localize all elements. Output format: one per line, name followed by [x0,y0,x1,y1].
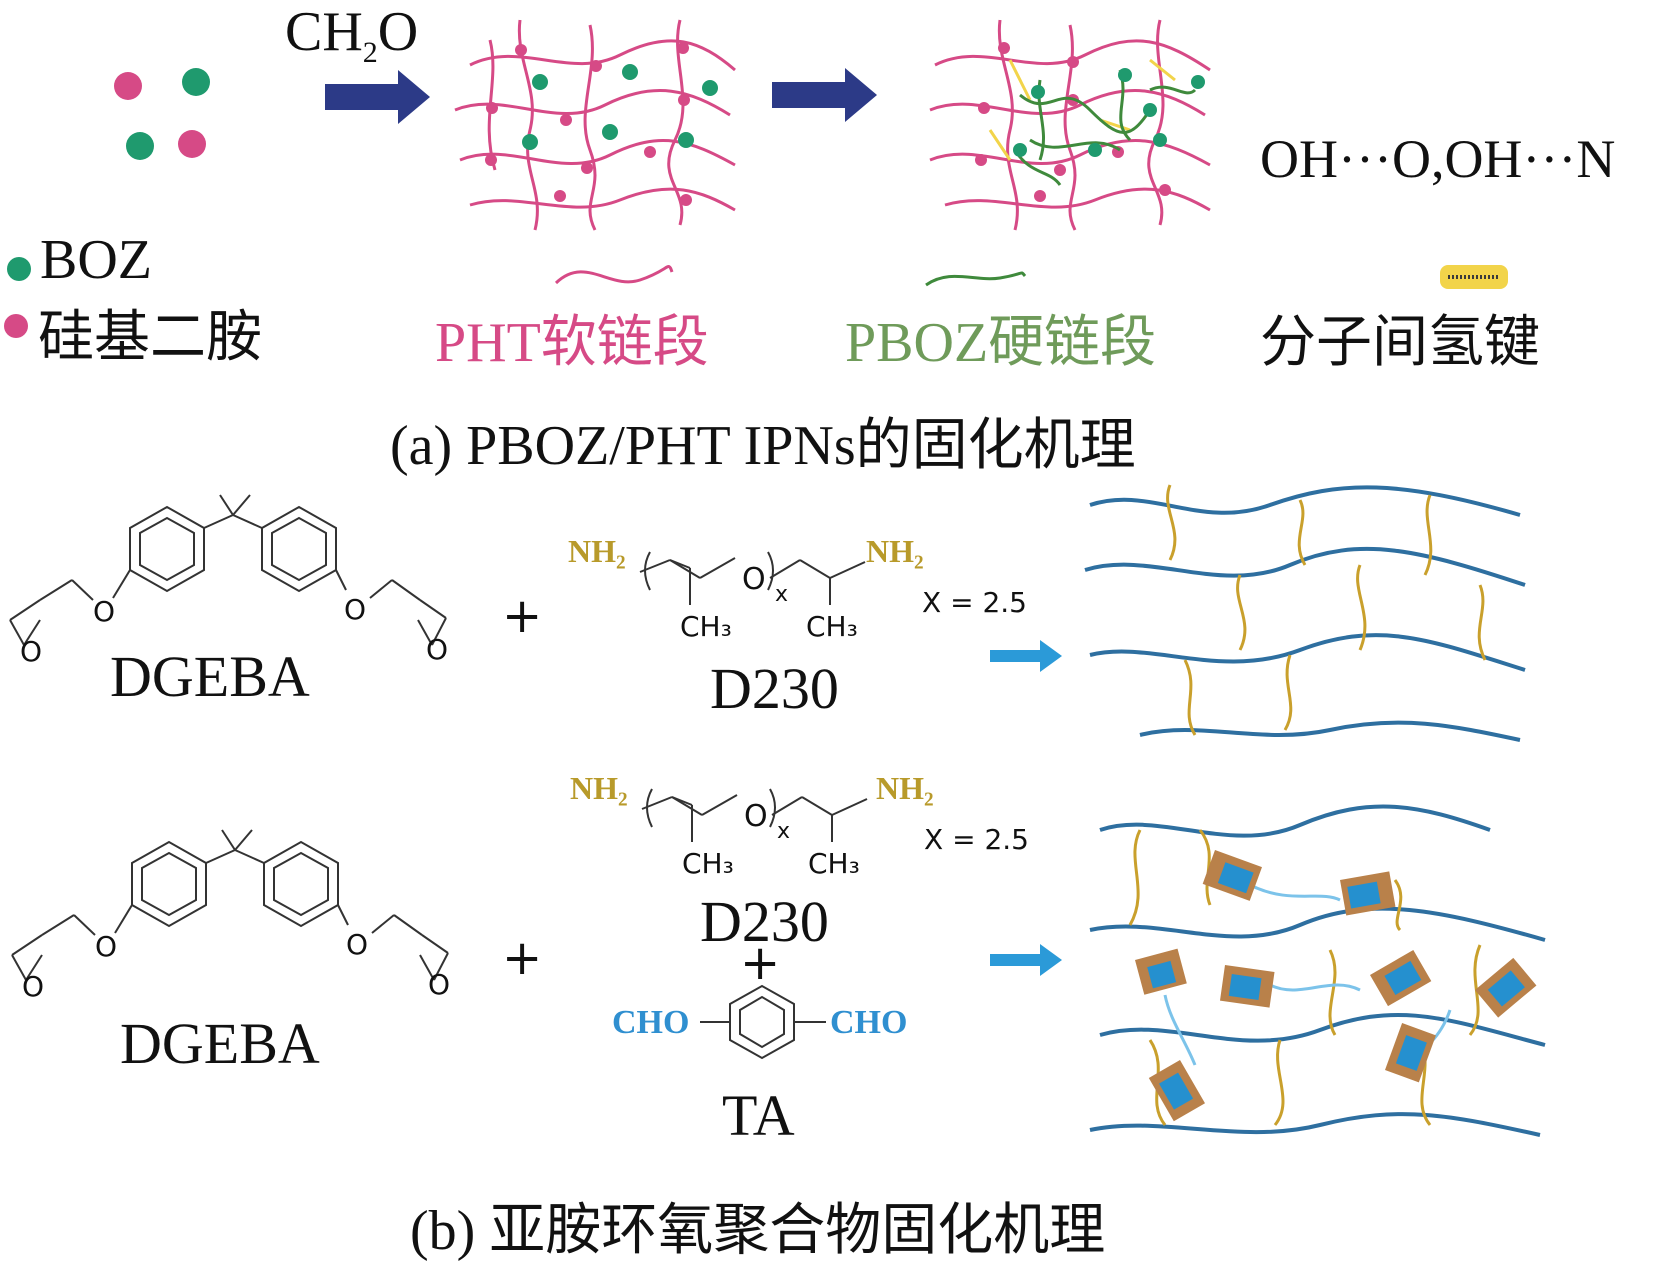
dgeba-label: DGEBA [110,644,310,709]
plus-sign: + [502,588,543,644]
dgeba-label: DGEBA [120,1011,320,1076]
d230-structure [641,788,868,842]
reagent-label: CH2O [285,1,419,70]
product-arrow [990,944,1062,976]
boz-in-network [522,64,718,150]
legend-silicon-diamine: 硅基二胺 [38,307,262,369]
cho-right: CHO [830,1004,908,1041]
repeat-x: x [775,582,789,607]
legend-boz: BOZ [40,229,152,291]
legend-pboz-hard: PBOZ硬链段 [845,312,1157,374]
reaction-arrow [772,68,877,122]
pboz-hard-legend-line [925,271,1027,287]
boz-legend-dot [7,257,31,281]
nh2-right: NH₂ [876,770,934,806]
boz-dot [182,68,210,96]
ipn-pht-network [929,19,1211,231]
plus-sign-ta: + [740,935,781,991]
hydrogen-bond-types: OH···O,OH···N [1260,129,1616,189]
pht-junctions [485,42,692,206]
crosslinks [1166,484,1487,736]
reaction-arrow [325,70,430,124]
d230-structure [639,551,866,605]
diamine-dot [114,72,142,100]
boz-dot [126,132,154,160]
caption-b: (b) 亚胺环氧聚合物固化机理 [410,1200,1106,1262]
ch3-left: CH₃ [680,610,732,643]
imine-network [1089,804,1546,1137]
dgeba-structure [9,494,447,646]
epoxide-oxygen: O [428,968,451,1001]
epoxide-oxygen: O [426,633,449,666]
ta-label: TA [722,1083,795,1148]
ether-oxygen: O [344,593,367,626]
ether-oxygen: O [95,930,118,963]
x-value: X = 2.5 [922,586,1027,619]
ether-o: O [744,799,768,834]
ether-oxygen: O [93,595,116,628]
repeat-x: x [777,819,791,844]
pht-soft-legend-line [554,265,674,285]
ether-o: O [742,562,766,597]
d230-label: D230 [700,889,829,954]
diamine-dot [178,130,206,158]
caption-a: (a) PBOZ/PHT IPNs的固化机理 [390,415,1136,477]
ta-structure [700,984,826,1060]
diamine-legend-dot [4,314,28,338]
plus-sign: + [502,930,543,986]
ch3-left: CH₃ [682,847,734,880]
dgeba-structure [11,829,449,981]
legend-pht-soft: PHT软链段 [435,312,709,374]
legend-hydrogen-bond: 分子间氢键 [1260,312,1540,374]
imine-blocks [1135,850,1537,1122]
ether-oxygen: O [346,928,369,961]
nh2-left: NH₂ [570,770,628,806]
ipn-pht-junctions [975,42,1171,202]
epoxy-network [1084,485,1526,742]
nh2-left: NH₂ [568,533,626,569]
pboz-junctions [1013,68,1205,157]
ch3-right: CH₃ [808,847,860,880]
nh2-right: NH₂ [866,533,924,569]
product-arrow [990,640,1062,672]
d230-label: D230 [710,656,839,721]
epoxide-oxygen: O [22,970,45,1003]
cho-left: CHO [612,1004,690,1041]
ch3-right: CH₃ [806,610,858,643]
x-value: X = 2.5 [924,823,1029,856]
epoxide-oxygen: O [20,635,43,668]
